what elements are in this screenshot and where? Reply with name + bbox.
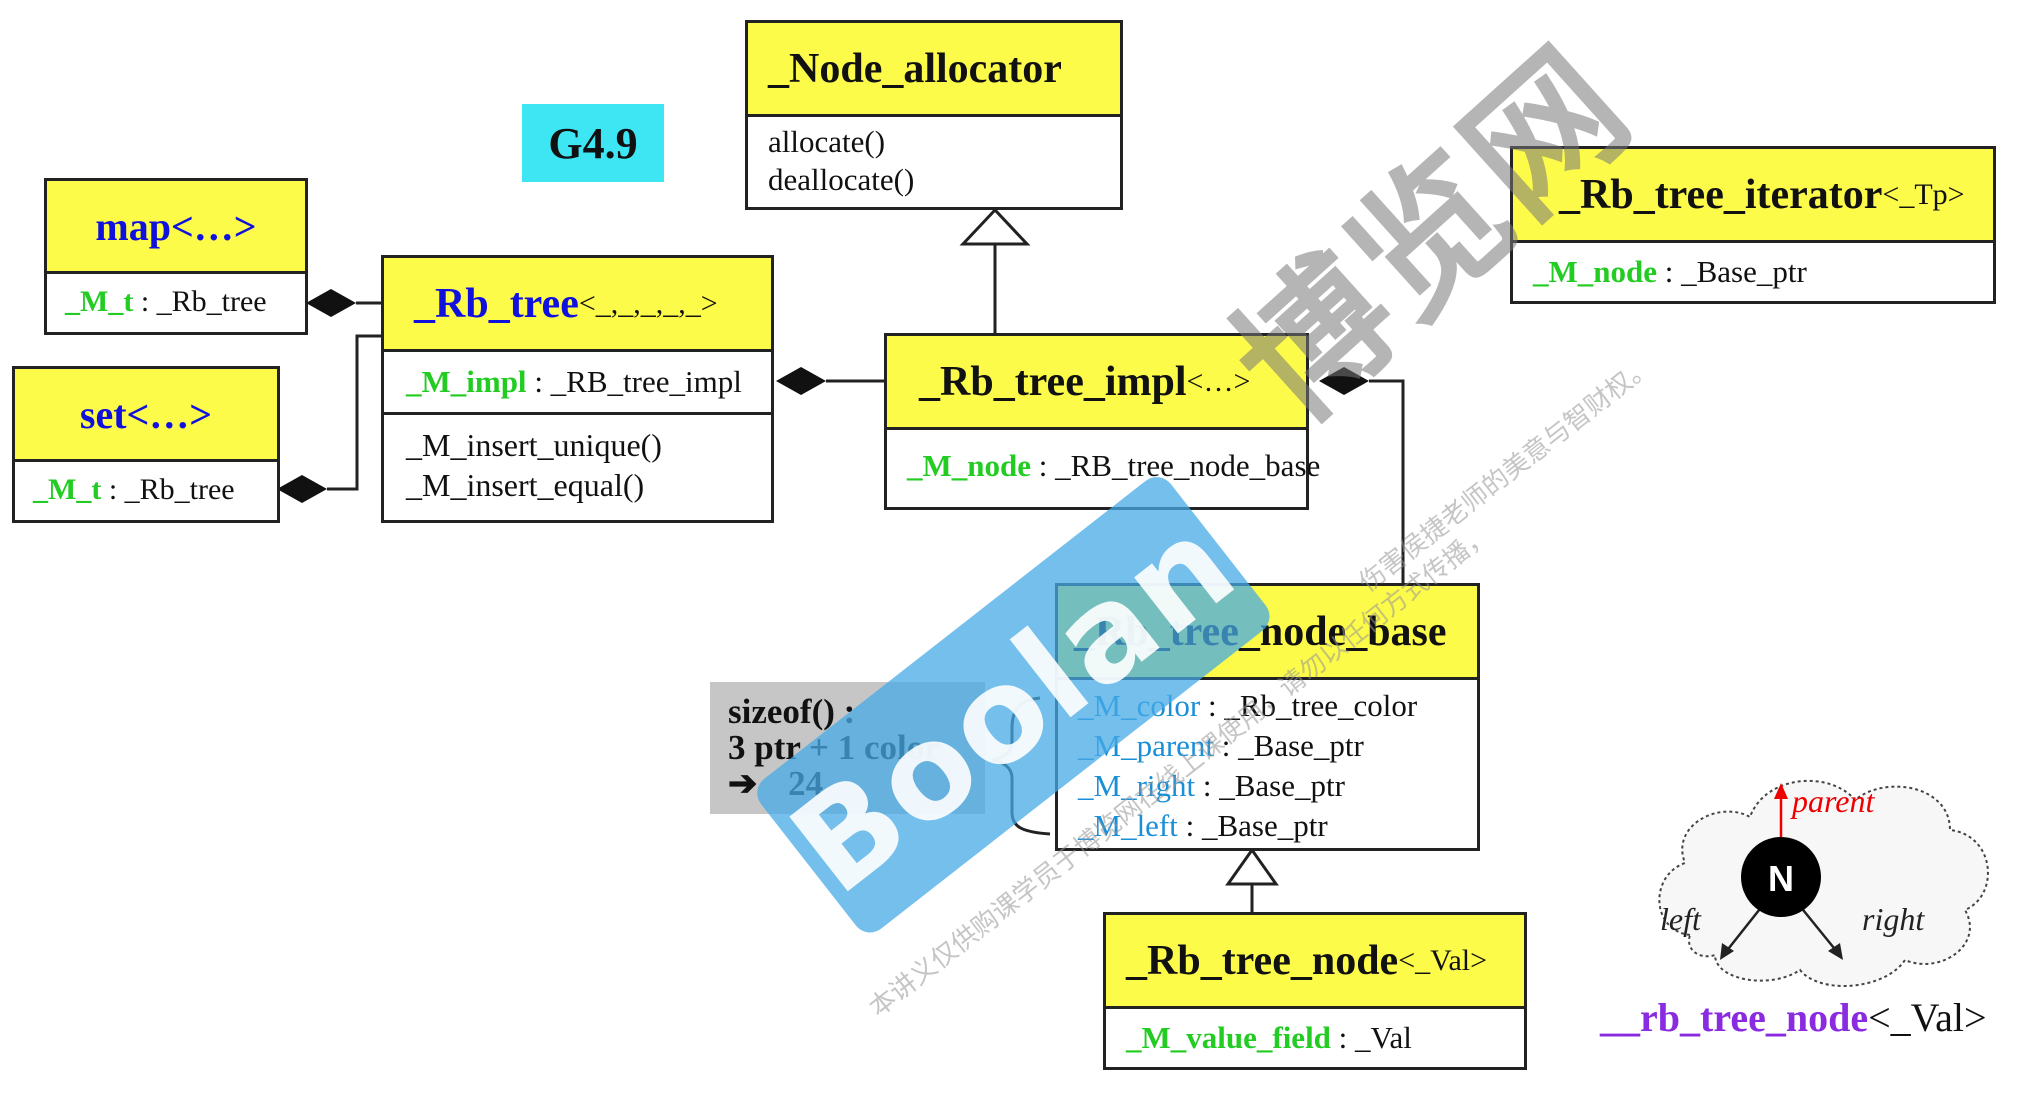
rb-tree-node-caption: __rb_tree_node<_Val>	[1600, 994, 1987, 1041]
map-header: map<…>	[47, 181, 305, 274]
set-member-name: _M_t	[33, 473, 102, 506]
rb-tree-node-title: _Rb_tree_node	[1126, 937, 1399, 984]
set-header: set<…>	[15, 369, 277, 462]
rb-tree-node-params: <_Val>	[1398, 943, 1488, 977]
map-title: map<…>	[95, 203, 257, 249]
rb-tree-iterator-params: <_Tp>	[1882, 177, 1965, 211]
node-allocator-method: deallocate()	[768, 162, 915, 197]
rb-tree-node-base-class: _Rb_tree_node_base _M_color : _Rb_tree_c…	[1055, 583, 1480, 851]
parent-arrowhead	[1774, 783, 1788, 799]
node-base-field-type: : _Base_ptr	[1221, 728, 1364, 763]
rb-tree-method: _M_insert_equal()	[406, 467, 645, 503]
node-allocator-header: _Node_allocator	[748, 23, 1120, 117]
map-class: map<…> _M_t : _Rb_tree	[44, 178, 308, 335]
node-allocator-method: allocate()	[768, 124, 886, 159]
map-member-name: _M_t	[65, 285, 134, 318]
rb-tree-node-member-type: : _Val	[1338, 1020, 1412, 1055]
rb-tree-title: _Rb_tree	[414, 280, 579, 327]
set-class: set<…> _M_t : _Rb_tree	[12, 366, 280, 523]
sizeof-note: sizeof() : 3 ptr + 1 color ➔ 24	[710, 682, 985, 814]
node-base-field-parent: _M_parent : _Base_ptr	[1058, 726, 1477, 766]
rb-tree-iterator-header: _Rb_tree_iterator <_Tp>	[1513, 149, 1993, 243]
rb-tree-iterator-class: _Rb_tree_iterator <_Tp> _M_node : _Base_…	[1510, 146, 1996, 304]
map-member-type: : _Rb_tree	[140, 285, 267, 318]
node-allocator-class: _Node_allocator allocate() deallocate()	[745, 20, 1123, 210]
node-base-field-type: : _Rb_tree_color	[1208, 688, 1418, 723]
node-base-field-name: _M_left	[1078, 808, 1178, 843]
rb-tree-impl-header: _Rb_tree_impl <…>	[887, 336, 1306, 430]
set-member-type: : _Rb_tree	[108, 473, 235, 506]
rb-tree-header: _Rb_tree <_,_,_,_,_>	[384, 258, 771, 352]
rb-tree-iterator-member: _M_node : _Base_ptr	[1513, 243, 1993, 301]
right-label: right	[1862, 901, 1925, 937]
rb-tree-impl-member-name: _M_node	[907, 448, 1031, 483]
set-member: _M_t : _Rb_tree	[15, 462, 277, 518]
rb-tree-node-member: _M_value_field : _Val	[1106, 1009, 1524, 1067]
left-label: left	[1660, 901, 1702, 937]
cloud-outline	[1658, 780, 1989, 987]
rb-tree-node-header: _Rb_tree_node <_Val>	[1106, 915, 1524, 1009]
caption-name: __rb_tree_node	[1600, 995, 1869, 1040]
node-label: N	[1768, 858, 1794, 899]
rb-tree-node-member-name: _M_value_field	[1126, 1020, 1331, 1055]
rb-tree-iterator-title: _Rb_tree_iterator	[1559, 171, 1883, 218]
node-base-field-color: _M_color : _Rb_tree_color	[1058, 686, 1477, 726]
sizeof-value: 24	[788, 764, 824, 803]
rb-tree-params: <_,_,_,_,_>	[578, 286, 718, 320]
rb-tree-node-class: _Rb_tree_node <_Val> _M_value_field : _V…	[1103, 912, 1527, 1070]
rb-tree-impl-member: _M_node : _RB_tree_node_base	[887, 430, 1320, 502]
left-arrowhead	[1720, 943, 1734, 960]
node-base-field-type: : _Base_ptr	[1185, 808, 1328, 843]
node-base-field-name: _M_parent	[1078, 728, 1215, 763]
parent-label: parent	[1790, 783, 1875, 819]
rb-tree-node-base-header: _Rb_tree_node_base	[1058, 586, 1477, 680]
sizeof-line: sizeof() :	[728, 692, 856, 731]
node-cloud-illustration: N parent left right	[1658, 780, 1989, 987]
rb-tree-impl-class: _Rb_tree_impl <…> _M_node : _RB_tree_nod…	[884, 333, 1320, 510]
rb-tree-member-type: : _RB_tree_impl	[534, 364, 742, 399]
rb-tree-impl-member-type: : _RB_tree_node_base	[1038, 448, 1321, 483]
arrow-right-icon: ➔	[728, 764, 758, 803]
rb-tree-impl-params: <…>	[1186, 364, 1251, 398]
sizeof-result: ➔ 24	[728, 766, 985, 802]
rb-tree-impl-title: _Rb_tree_impl	[919, 358, 1187, 405]
rb-tree-iterator-member-name: _M_node	[1533, 254, 1657, 289]
node-base-field-name: _M_color	[1078, 688, 1201, 723]
version-tag: G4.9	[522, 104, 664, 182]
node-base-field-right: _M_right : _Base_ptr	[1058, 766, 1477, 806]
node-base-field-type: : _Base_ptr	[1202, 768, 1345, 803]
rb-tree-node-base-title: _Rb_tree_node_base	[1074, 608, 1447, 655]
map-member: _M_t : _Rb_tree	[47, 274, 305, 330]
right-arrowhead	[1828, 943, 1843, 960]
caption-params: <_Val>	[1868, 995, 1987, 1040]
set-title: set<…>	[79, 391, 213, 437]
rb-tree-class: _Rb_tree <_,_,_,_,_> _M_impl : _RB_tree_…	[381, 255, 774, 523]
rb-tree-member: _M_impl : _RB_tree_impl	[384, 352, 771, 415]
rb-tree-iterator-member-type: : _Base_ptr	[1664, 254, 1807, 289]
rb-tree-method: _M_insert_unique()	[406, 427, 662, 463]
node-base-field-name: _M_right	[1078, 768, 1196, 803]
sizeof-line: 3 ptr + 1 color	[728, 728, 940, 767]
node-circle	[1741, 837, 1821, 917]
node-base-field-left: _M_left : _Base_ptr	[1058, 806, 1477, 846]
rb-tree-member-name: _M_impl	[406, 364, 527, 399]
node-allocator-title: _Node_allocator	[768, 45, 1062, 92]
